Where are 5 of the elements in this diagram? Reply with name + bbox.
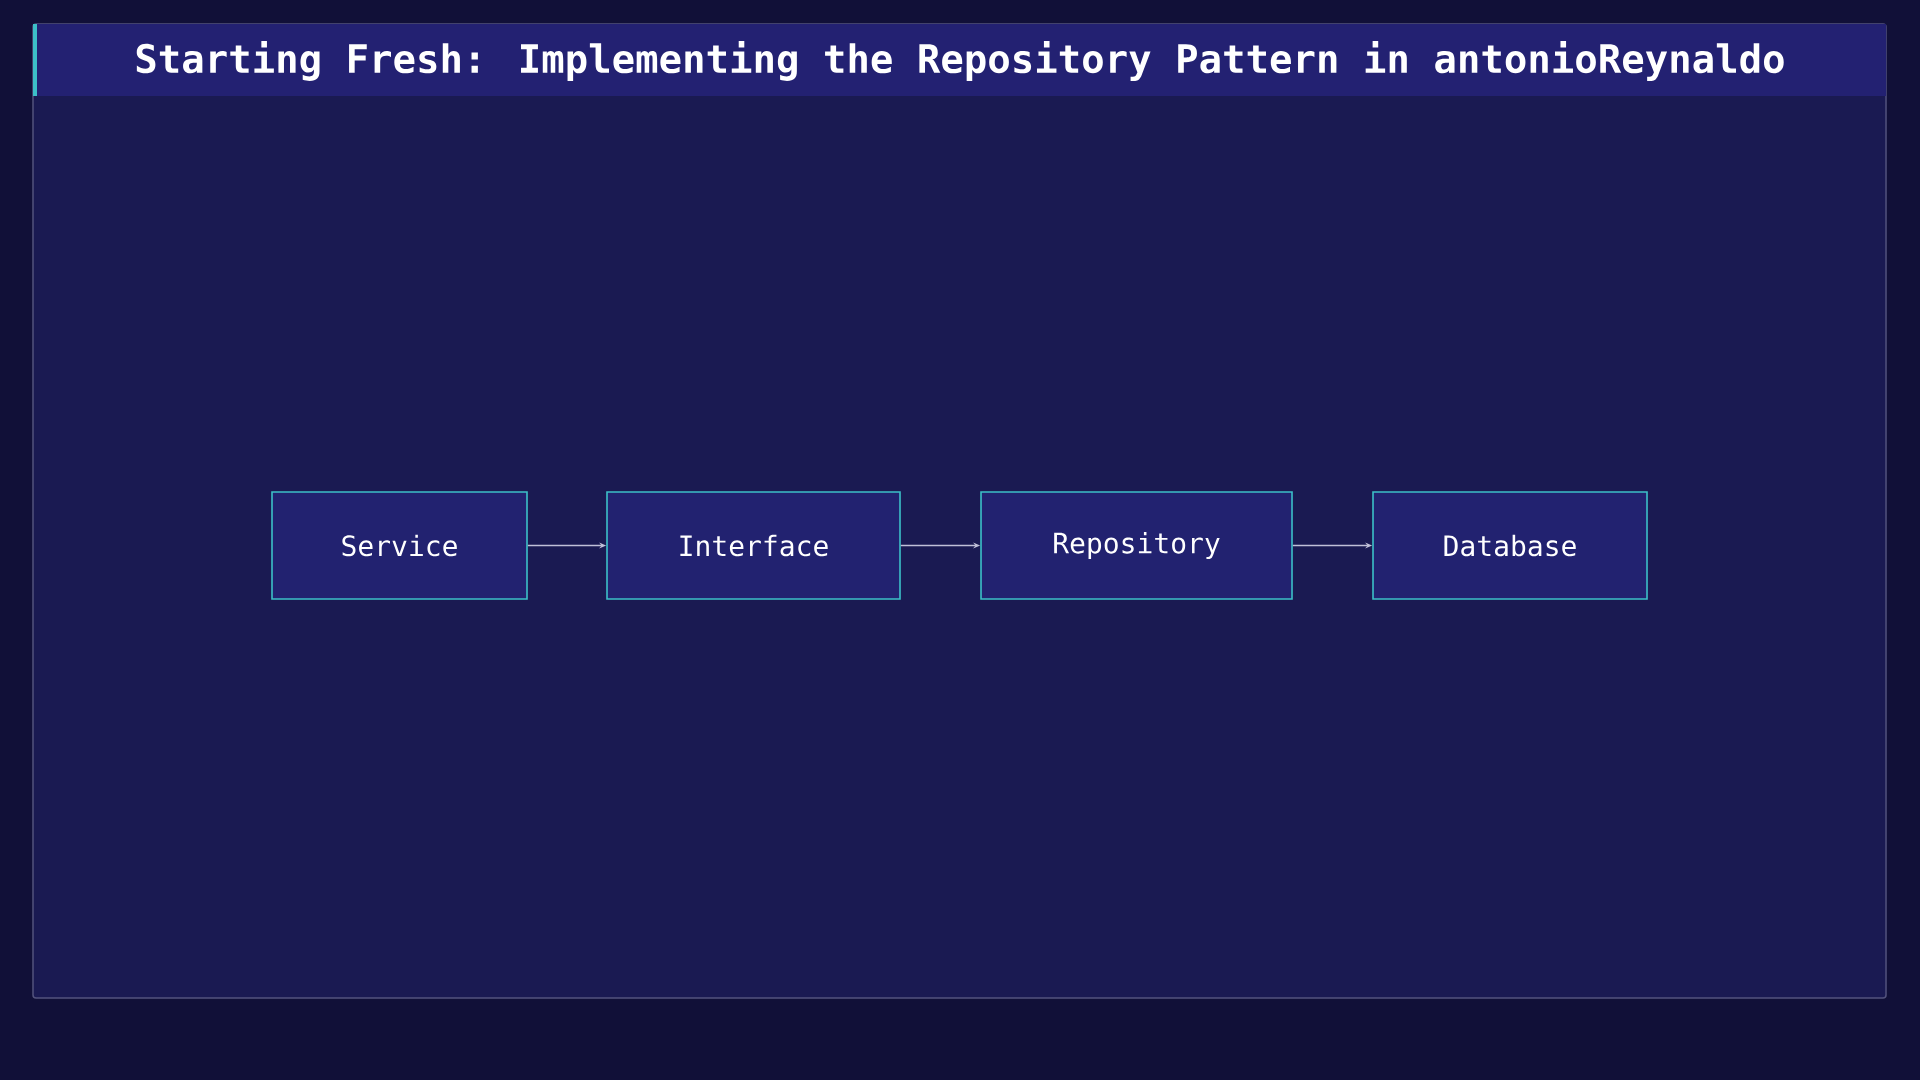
process-box: Service [271, 491, 528, 600]
process-box: Database [1372, 491, 1648, 600]
process-box: Repository [980, 491, 1293, 600]
title-bar: Starting Fresh: Implementing the Repository Pattern in antonioReynaldo [33, 24, 1886, 96]
process-box: Interface [606, 491, 901, 600]
